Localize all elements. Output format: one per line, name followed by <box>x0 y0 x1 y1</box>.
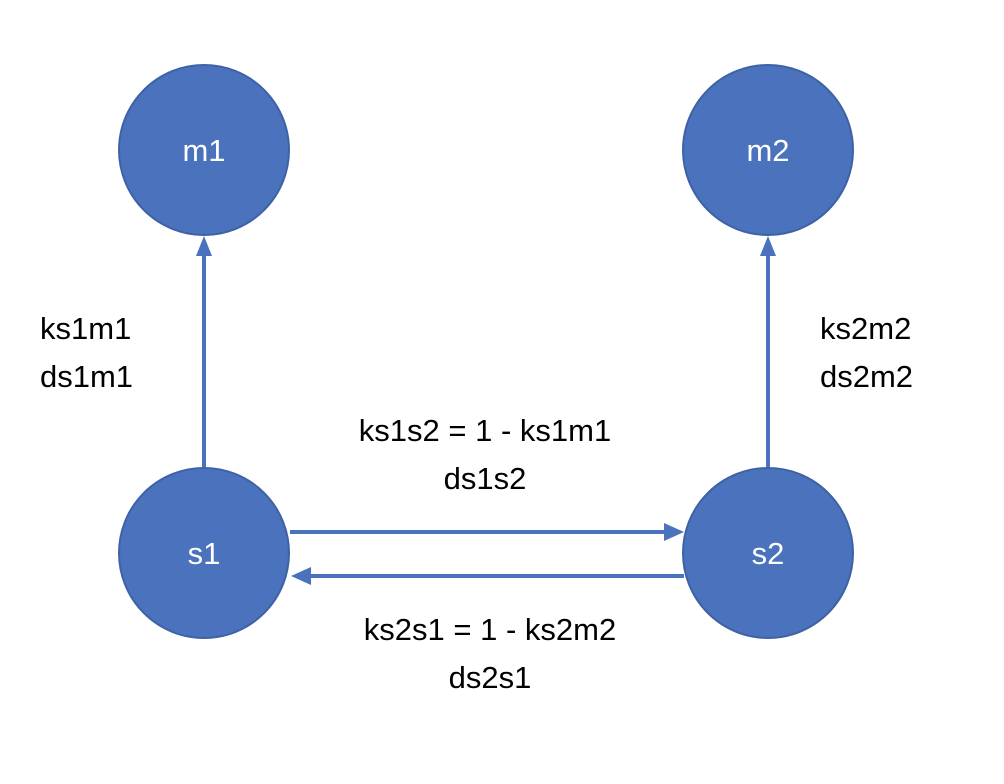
edge-s2-to-m2 <box>760 236 776 467</box>
node-m1-circle <box>118 64 290 236</box>
edge-s2-s1-label-line2: ds2s1 <box>449 660 532 695</box>
edge-s1-to-s2 <box>290 523 684 541</box>
edge-s2-m2-arrowhead <box>760 236 776 256</box>
node-s2-circle <box>682 467 854 639</box>
node-m1-label: m1 <box>182 133 225 168</box>
edge-s2-m2-label-line1: ks2m2 <box>820 311 911 346</box>
node-s2-label: s2 <box>752 536 785 571</box>
edge-s2-to-s1 <box>291 567 684 585</box>
edge-s1-s2-label-line1: ks1s2 = 1 - ks1m1 <box>359 413 611 448</box>
edge-s1-to-m1 <box>196 236 212 467</box>
edge-s2-m2-label: ks2m2 ds2m2 <box>820 311 913 394</box>
edge-s2-s1-label: ks2s1 = 1 - ks2m2 ds2s1 <box>364 612 616 695</box>
node-m2[interactable]: m2 <box>682 64 854 236</box>
node-m1[interactable]: m1 <box>118 64 290 236</box>
node-s2[interactable]: s2 <box>682 467 854 639</box>
node-m2-label: m2 <box>746 133 789 168</box>
edge-s1-s2-label-line2: ds1s2 <box>444 461 527 496</box>
edge-s1-m1-arrowhead <box>196 236 212 256</box>
edge-s2-s1-label-line1: ks2s1 = 1 - ks2m2 <box>364 612 616 647</box>
edge-s1-s2-label: ks1s2 = 1 - ks1m1 ds1s2 <box>359 413 611 496</box>
edge-s1-m1-label: ks1m1 ds1m1 <box>40 311 133 394</box>
node-s1[interactable]: s1 <box>118 467 290 639</box>
node-s1-label: s1 <box>188 536 221 571</box>
edge-s1-s2-arrowhead <box>664 523 684 541</box>
edge-s1-m1-label-line1: ks1m1 <box>40 311 131 346</box>
edge-s2-m2-label-line2: ds2m2 <box>820 359 913 394</box>
node-m2-circle <box>682 64 854 236</box>
edge-s1-m1-label-line2: ds1m1 <box>40 359 133 394</box>
edge-s2-s1-arrowhead <box>291 567 311 585</box>
node-s1-circle <box>118 467 290 639</box>
